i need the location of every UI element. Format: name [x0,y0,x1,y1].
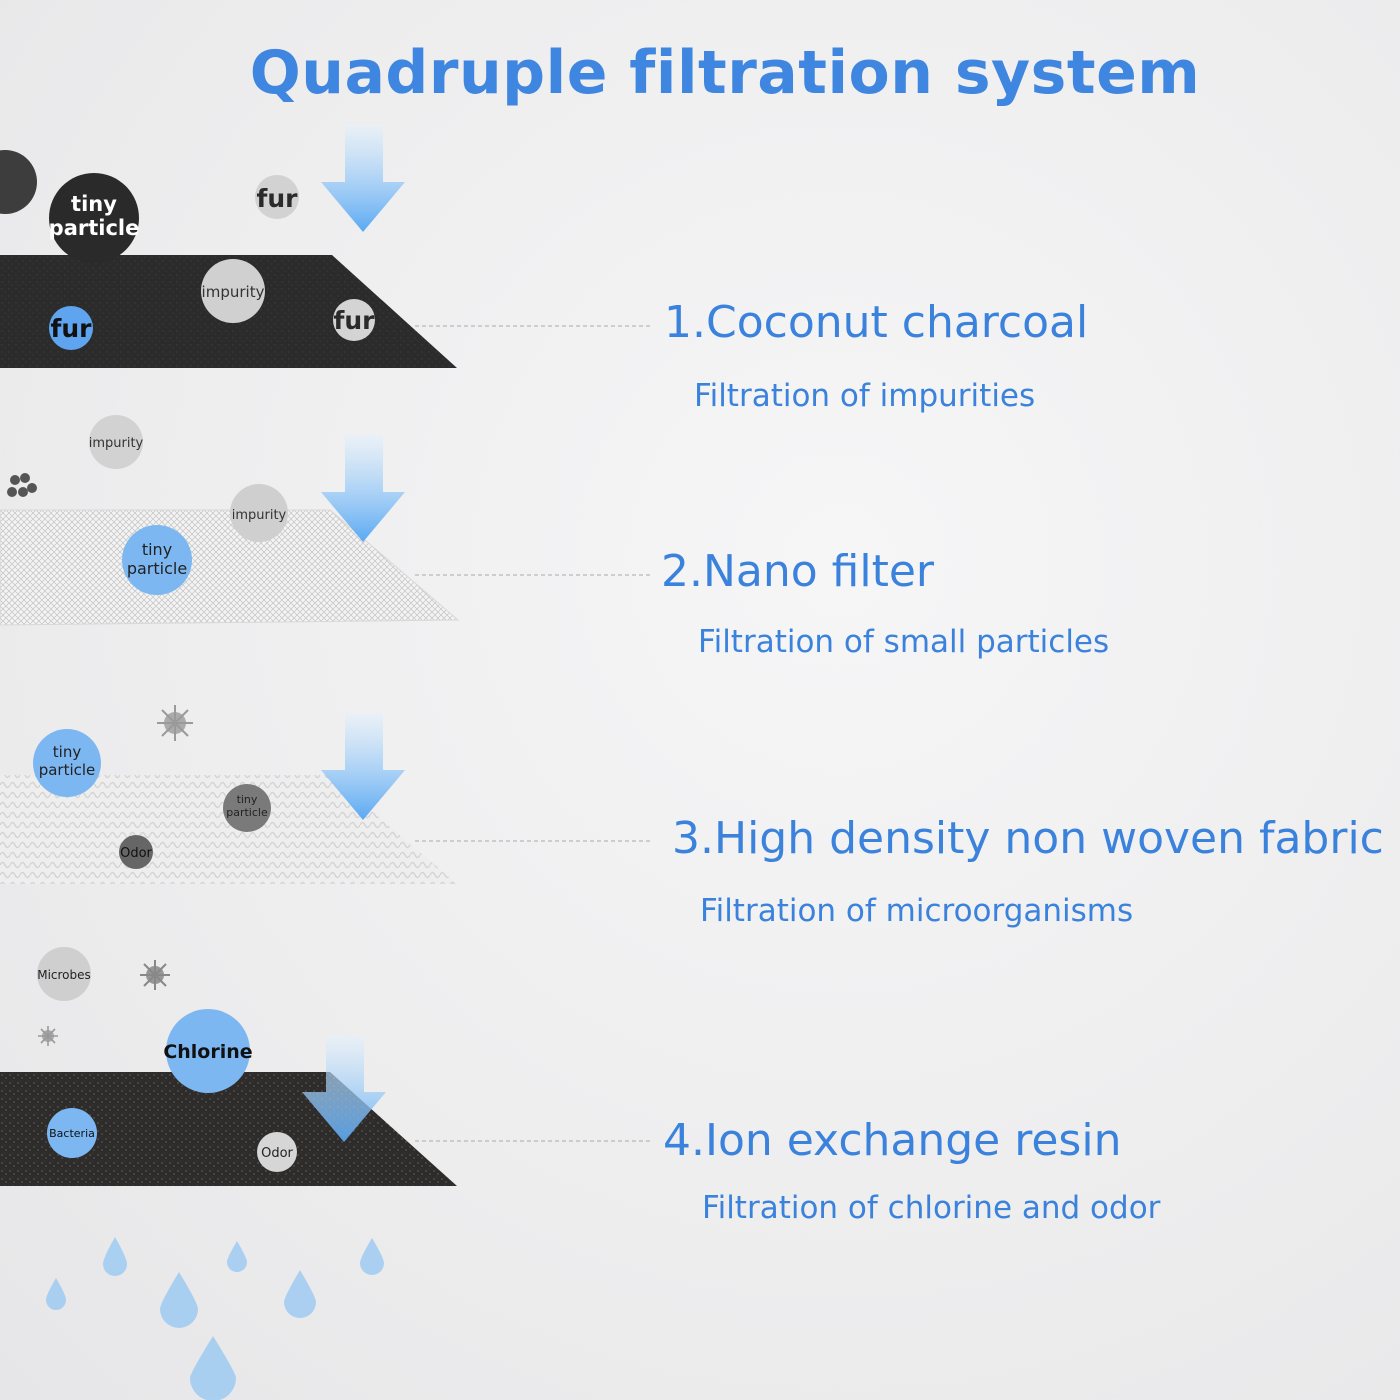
microbe-icon [140,960,170,990]
water-drop-icon [284,1270,316,1318]
particle-cluster [7,473,37,497]
bubble-label: Odor [120,846,152,861]
particle-bubble: Odor [257,1132,297,1172]
bubble-label: particle [226,806,268,819]
particle-bubble: fur [333,299,375,341]
water-drop-icon [360,1238,384,1275]
blurred-particle [0,150,37,214]
layer-name-2: 2.Nano filter [661,546,935,597]
water-drop-icon [160,1272,198,1328]
flow-arrow-3 [321,713,405,820]
particle-bubble: Odor [119,835,153,869]
bubble-label: impurity [202,283,265,301]
bubble-label: Bacteria [49,1127,95,1140]
water-drop-icon [46,1278,66,1310]
bubble-label: tiny [71,192,117,216]
nano-filter-layer [0,509,460,626]
particle-bubble: Chlorine [163,1009,253,1093]
particle-bubble: fur [49,306,93,350]
water-drop-icon [227,1241,247,1272]
flow-arrow-1 [321,125,405,232]
layer-desc-3: Filtration of microorganisms [700,893,1134,929]
particle-bubble: tiny particle [33,729,101,797]
bubble-label: Microbes [37,968,91,982]
layer-name-3: 3.High density non woven fabric [672,813,1384,864]
layer-desc-2: Filtration of small particles [698,624,1110,660]
microbe-icon [157,705,193,741]
bubble-label: Odor [261,1146,293,1161]
particle-bubble: fur [255,175,299,219]
bubble-label: tiny [142,540,172,559]
page-title: Quadruple filtration system [249,38,1201,108]
particle-bubble: Microbes [37,947,91,1001]
bubble-label: fur [256,184,298,213]
particle-bubble: impurity [201,259,265,323]
bubble-label: Chlorine [163,1041,252,1063]
bubble-label: fur [50,314,92,343]
bubble-label: impurity [89,436,144,451]
bubble-label: particle [127,559,187,578]
flow-arrow-2 [321,435,405,542]
particle-bubble: tiny particle [49,173,140,263]
bubble-label: particle [49,216,140,240]
flow-arrow-4 [302,1036,386,1142]
microbe-icon [38,1026,58,1046]
bubble-label: tiny [53,743,82,761]
layer-name-4: 4.Ion exchange resin [663,1115,1122,1166]
particle-bubble: Bacteria [47,1108,97,1158]
layer-name-1: 1.Coconut charcoal [664,297,1089,348]
bubble-label: particle [39,761,96,779]
water-drop-icon [103,1237,127,1276]
layer-desc-4: Filtration of chlorine and odor [702,1190,1161,1226]
bubble-label: fur [333,306,375,335]
water-drops [46,1237,384,1400]
bubble-label: impurity [232,508,287,523]
bubble-label: tiny [237,793,258,806]
non-woven-fabric-layer [0,775,457,884]
particle-bubble: impurity [230,484,288,542]
particle-bubbles: tiny particle fur impurity fur fur i [33,173,375,1172]
particle-bubble: tiny particle [122,525,192,595]
layer-desc-1: Filtration of impurities [694,378,1036,414]
particle-bubble: tiny particle [223,784,271,832]
particle-bubble: impurity [89,415,144,469]
water-drop-icon [190,1336,236,1400]
